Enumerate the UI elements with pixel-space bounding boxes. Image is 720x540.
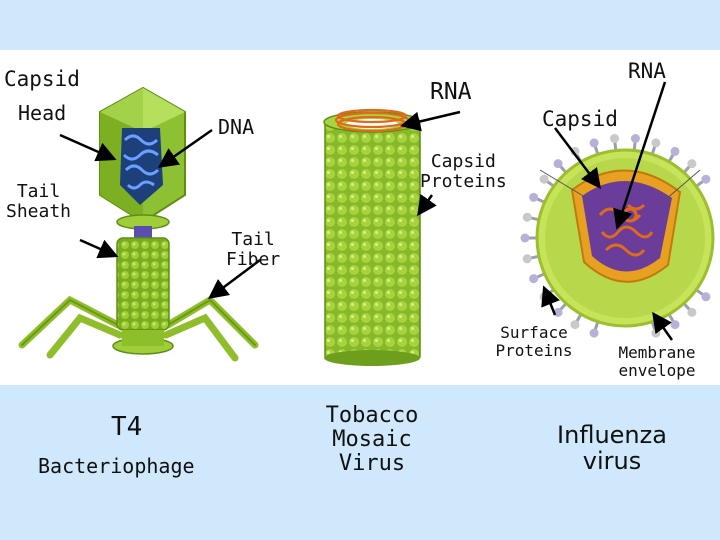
- surface-protein-knob: [553, 159, 563, 169]
- influenza-membrane-envelope-label: Membrane envelope: [618, 343, 696, 380]
- arrow-influenza-capsid: [554, 127, 602, 189]
- surface-protein-knob: [651, 138, 661, 148]
- influenza-rna-label: RNA: [628, 59, 666, 83]
- t4-head-label: Head: [18, 101, 67, 125]
- surface-protein-knob: [589, 328, 599, 338]
- surface-protein-knob: [529, 192, 539, 202]
- influenza-capsid-label: Capsid: [542, 107, 618, 131]
- t4-capsid-label: Capsid: [4, 67, 80, 91]
- surface-protein-knob: [670, 146, 680, 156]
- arrow-influenza-surface-proteins: [541, 285, 560, 316]
- arrow-t4-head: [59, 133, 117, 162]
- tmv-rna-label: RNA: [430, 79, 472, 105]
- arrow-t4-tail-sheath: [79, 238, 119, 259]
- t4-tail-sheath-label: Tail Sheath: [6, 181, 72, 222]
- surface-protein-knob: [687, 307, 697, 317]
- surface-protein-knob: [529, 274, 539, 284]
- top-band: [0, 0, 720, 50]
- surface-protein-knob: [687, 159, 697, 169]
- influenza-name-label: Influenza virus: [557, 421, 667, 476]
- arrow-tmv-rna: [400, 110, 461, 132]
- t4-tail-sheath: [116, 237, 170, 331]
- surface-protein-knob: [651, 328, 661, 338]
- surface-protein-knob: [522, 212, 532, 222]
- t4-name-label: T4: [111, 412, 143, 442]
- t4-bacteriophage-label: Bacteriophage: [38, 454, 195, 478]
- t4-dna-label: DNA: [218, 115, 255, 139]
- label-arrows: [59, 81, 674, 341]
- arrow-t4-tail-fiber: [208, 259, 261, 299]
- surface-protein-knob: [570, 146, 580, 156]
- surface-protein-knob: [522, 254, 532, 264]
- surface-protein-knob: [701, 174, 711, 184]
- surface-protein-knob: [701, 292, 711, 302]
- tmv-drawing: [323, 108, 421, 366]
- surface-protein-knob: [630, 134, 640, 144]
- surface-protein-knob: [589, 138, 599, 148]
- caption-band: [0, 385, 720, 540]
- surface-protein-knob: [520, 233, 530, 243]
- tmv-capsid-proteins-label: Capsid Proteins: [420, 151, 507, 192]
- surface-protein-knob: [570, 320, 580, 330]
- tmv-capsid-proteins: [324, 119, 421, 361]
- arrow-influenza-rna: [613, 81, 667, 230]
- arrow-t4-dna: [157, 128, 213, 168]
- tmv-name-label: Tobacco Mosaic Virus: [325, 403, 419, 477]
- influenza-surface-proteins-label: Surface Proteins: [495, 323, 573, 360]
- surface-protein-knob: [670, 320, 680, 330]
- surface-protein-knob: [610, 134, 620, 144]
- surface-protein-knob: [539, 174, 549, 184]
- arrow-tmv-capsid-proteins: [417, 193, 437, 217]
- t4-tail-fiber-label: Tail Fiber: [226, 229, 281, 270]
- influenza-drawing: [520, 134, 715, 338]
- arrow-influenza-membrane: [652, 311, 674, 341]
- t4-bacteriophage-drawing: [18, 86, 259, 362]
